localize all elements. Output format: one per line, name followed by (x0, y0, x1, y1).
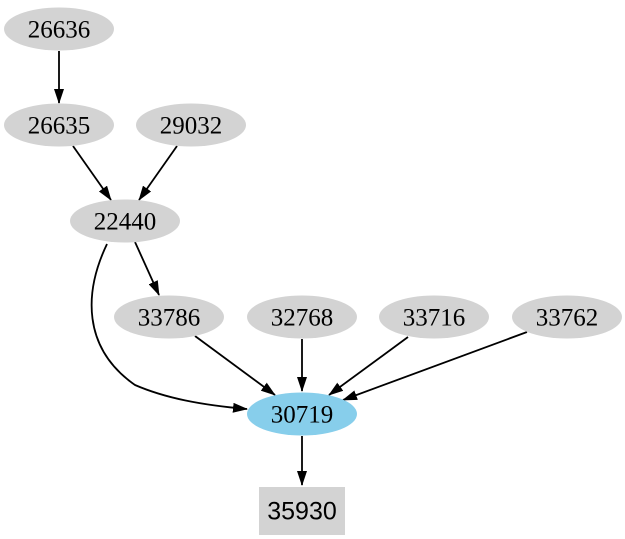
node-35930: 35930 (259, 487, 345, 535)
node-ellipse (247, 392, 357, 436)
node-ellipse (4, 7, 114, 51)
node-ellipse (4, 103, 114, 147)
node-26636: 26636 (4, 7, 114, 51)
node-ellipse (114, 295, 224, 339)
node-label: 29032 (160, 113, 223, 140)
node-box (259, 487, 345, 535)
edge-33786-to-30719 (194, 335, 276, 396)
node-label: 26635 (28, 113, 91, 140)
node-33762: 33762 (512, 295, 622, 339)
node-label: 33762 (536, 305, 599, 332)
node-label: 32768 (271, 305, 334, 332)
node-30719: 30719 (247, 392, 357, 436)
node-ellipse (512, 295, 622, 339)
node-32768: 32768 (247, 295, 357, 339)
node-ellipse (379, 295, 489, 339)
node-label: 35930 (267, 498, 337, 526)
node-label: 22440 (94, 209, 157, 236)
node-26635: 26635 (4, 103, 114, 147)
node-label: 30719 (271, 402, 334, 429)
node-29032: 29032 (136, 103, 246, 147)
edge-22440-to-33786 (134, 241, 160, 296)
node-22440: 22440 (70, 199, 180, 243)
node-ellipse (136, 103, 246, 147)
node-label: 26636 (28, 17, 91, 44)
node-label: 33786 (138, 305, 201, 332)
edge-22440-to-30719 (90, 243, 248, 413)
edge-33716-to-30719 (328, 336, 409, 396)
edge-33762-to-30719 (342, 331, 528, 401)
edge-26635-to-22440 (72, 145, 112, 201)
nodes-layer: 26636 26635 29032 22440 33786 32768 33716 33762… (4, 7, 622, 535)
node-33716: 33716 (379, 295, 489, 339)
edge-29032-to-22440 (138, 145, 178, 201)
node-label: 33716 (403, 305, 466, 332)
node-ellipse (247, 295, 357, 339)
node-33786: 33786 (114, 295, 224, 339)
edges-layer (54, 51, 528, 486)
node-ellipse (70, 199, 180, 243)
